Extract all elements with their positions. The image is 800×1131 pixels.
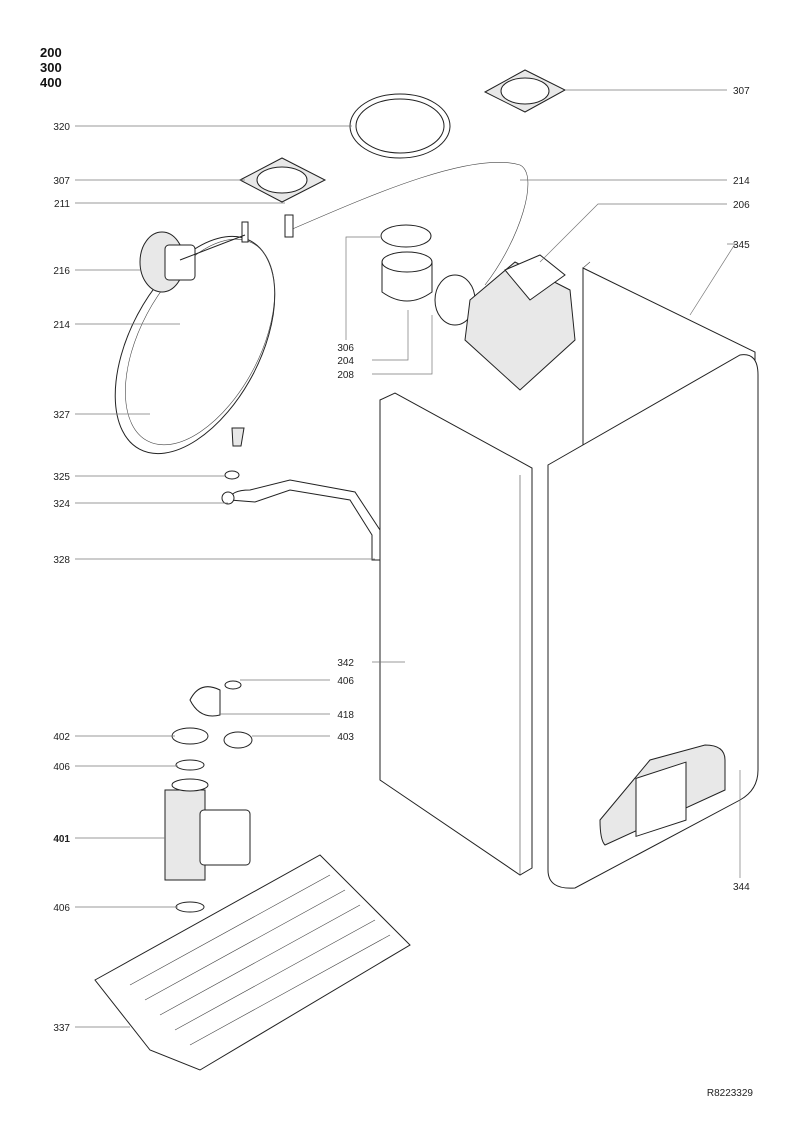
gasket-320 bbox=[349, 93, 451, 159]
callout-204: 204 bbox=[337, 356, 354, 367]
callout-402: 402 bbox=[53, 732, 70, 743]
callout-307: 307 bbox=[733, 86, 750, 97]
callout-325: 325 bbox=[53, 472, 70, 483]
callout-206: 206 bbox=[733, 200, 750, 211]
callout-214: 214 bbox=[53, 320, 70, 331]
callout-418: 418 bbox=[337, 710, 354, 721]
callout-406: 406 bbox=[53, 903, 70, 914]
callout-403: 403 bbox=[337, 732, 354, 743]
callout-406: 406 bbox=[337, 676, 354, 687]
callout-214: 214 bbox=[733, 176, 750, 187]
callout-208: 208 bbox=[337, 370, 354, 381]
side-panel-342 bbox=[379, 392, 533, 876]
model-200: 200 bbox=[40, 45, 62, 60]
callout-337: 337 bbox=[53, 1023, 70, 1034]
fan-206 bbox=[464, 254, 576, 391]
callout-327: 327 bbox=[53, 410, 70, 421]
model-300: 300 bbox=[40, 60, 62, 75]
leader-lines bbox=[75, 89, 741, 1028]
drawing-reference: R8223329 bbox=[707, 1088, 754, 1099]
callout-401: 401 bbox=[53, 834, 70, 845]
callout-306: 306 bbox=[337, 343, 354, 354]
callout-406: 406 bbox=[53, 762, 70, 773]
callout-216: 216 bbox=[53, 266, 70, 277]
callout-324: 324 bbox=[53, 499, 70, 510]
hose-214 bbox=[289, 161, 529, 286]
callout-211: 211 bbox=[54, 199, 70, 210]
pressure-switch-216 bbox=[139, 214, 294, 293]
callout-320: 320 bbox=[53, 122, 70, 133]
pump-401 bbox=[164, 680, 253, 913]
flue-adapter-306 bbox=[380, 224, 476, 326]
model-400: 400 bbox=[40, 75, 62, 90]
callout-345: 345 bbox=[733, 240, 750, 251]
gasket-307-top bbox=[483, 69, 567, 113]
gasket-307 bbox=[238, 157, 327, 203]
callout-344: 344 bbox=[733, 882, 750, 893]
bottom-tray-337 bbox=[94, 854, 411, 1071]
callout-307: 307 bbox=[53, 176, 70, 187]
callout-328: 328 bbox=[53, 555, 70, 566]
callout-342: 342 bbox=[337, 658, 354, 669]
pipe-324 bbox=[221, 470, 381, 561]
casing-front-344 bbox=[547, 354, 759, 889]
